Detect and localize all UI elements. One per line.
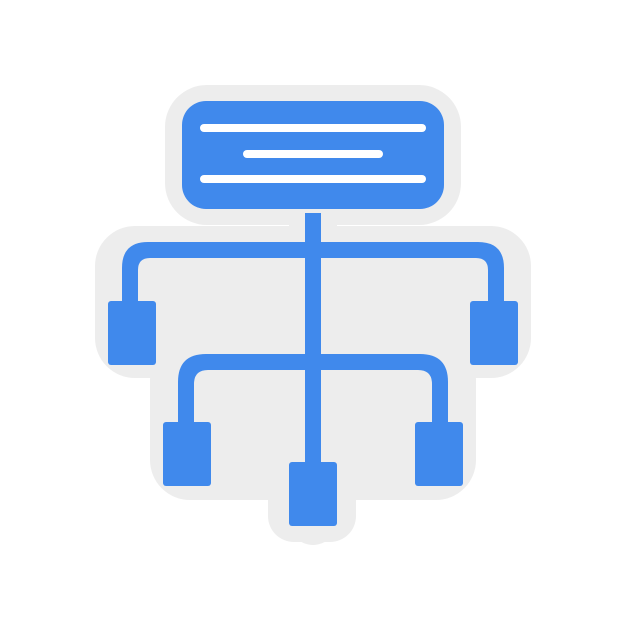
node-bottom-center — [289, 462, 337, 526]
text-line-3 — [200, 175, 426, 183]
text-line-1 — [200, 124, 426, 132]
node-lower-left — [163, 422, 211, 486]
trunk-line — [305, 213, 321, 473]
root-box-text-lines — [200, 124, 426, 183]
text-line-2 — [243, 150, 383, 158]
lower-branch-line — [178, 354, 448, 424]
node-lower-right — [415, 422, 463, 486]
upper-branch-line — [122, 242, 504, 302]
node-upper-left — [108, 301, 156, 365]
node-upper-right — [470, 301, 518, 365]
